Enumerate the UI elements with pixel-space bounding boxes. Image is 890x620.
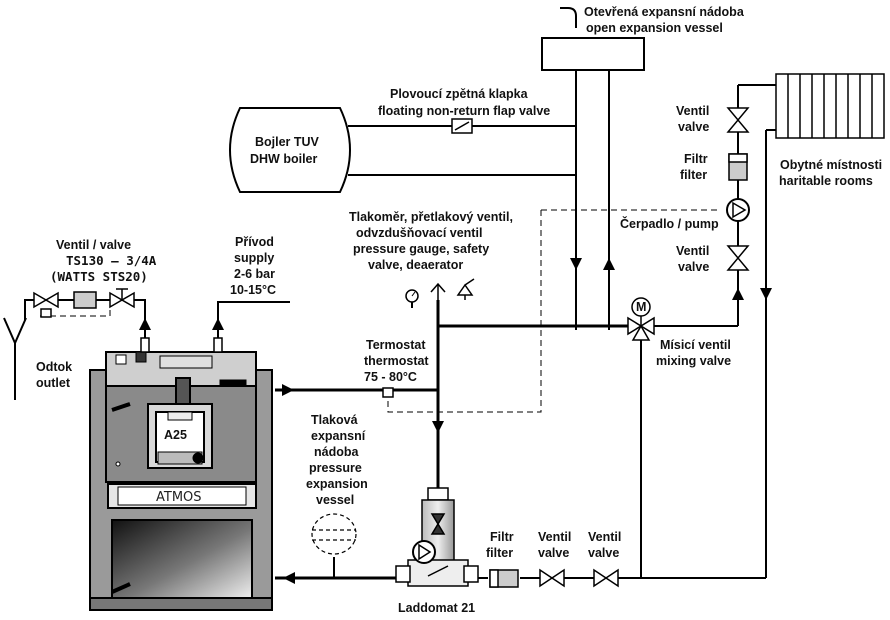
flap-en: floating non-return flap valve	[378, 104, 550, 118]
valve-mid-en: valve	[678, 260, 709, 274]
valve-top-en: valve	[678, 120, 709, 134]
filter-bottom-en: filter	[486, 546, 513, 560]
pexp-line-6: vessel	[316, 493, 354, 507]
valve-top-cz: Ventil	[676, 104, 709, 118]
supply-line-2: supply	[234, 251, 274, 265]
labels: Otevřená expansní nádoba open expansion …	[36, 5, 882, 615]
filter-bottom-cz: Filtr	[490, 530, 514, 544]
valve-mid-cz: Ventil	[676, 244, 709, 258]
motor-symbol: M	[636, 300, 646, 314]
pump-label: Čerpadlo / pump	[620, 216, 719, 231]
atmos-boiler	[89, 351, 273, 611]
pexp-line-1: Tlaková	[311, 413, 358, 427]
pexp-line-2: expansní	[311, 429, 366, 443]
outlet-cz: Odtok	[36, 360, 72, 374]
mixing-en: mixing valve	[656, 354, 731, 368]
thermo-en: thermostat	[364, 354, 429, 368]
thermo-temp: 75 - 80°C	[364, 370, 417, 384]
valve-bottom-1-icon	[539, 568, 565, 588]
outlet-en: outlet	[36, 376, 71, 390]
boiler-tuv: Bojler TUV	[255, 135, 320, 149]
ventil-line-1: Ventil / valve	[56, 238, 131, 252]
flap-cz: Plovoucí zpětná klapka	[390, 87, 529, 101]
open-vessel-cz: Otevřená expansní nádoba	[584, 5, 745, 19]
gauge-line-4: valve, deaerator	[368, 258, 463, 272]
valve-b2-cz: Ventil	[588, 530, 621, 544]
boiler-top-ports	[140, 337, 223, 353]
pexp-line-5: expansion	[306, 477, 368, 491]
boiler-model: A25	[164, 428, 187, 442]
filter-right-icon	[728, 153, 748, 181]
dhw-boiler-label: DHW boiler	[250, 152, 317, 166]
valve-b2-en: valve	[588, 546, 619, 560]
filter-bottom-icon	[489, 569, 519, 588]
pexp-line-4: pressure	[309, 461, 362, 475]
laddomat-label: Laddomat 21	[398, 601, 475, 615]
safety-valve-icon	[456, 278, 475, 300]
deaerator-icon	[430, 282, 446, 300]
laddomat-unit	[395, 487, 479, 587]
valve-b1-cz: Ventil	[538, 530, 571, 544]
pexp-line-3: nádoba	[314, 445, 359, 459]
ventil-line-2: TS130 – 3/4A	[66, 253, 157, 268]
thermostat-icon	[382, 387, 394, 398]
rooms-en: haritable rooms	[779, 174, 873, 188]
ventil-line-3: (WATTS STS20)	[50, 269, 148, 284]
open-expansion-vessel	[541, 37, 645, 71]
boiler-brand: ATMOS	[156, 490, 202, 505]
gauge-line-3: pressure gauge, safety	[353, 242, 489, 256]
flap-valve-icon	[451, 118, 473, 134]
pressure-expansion-vessel-icon	[311, 513, 357, 555]
valve-top-icon	[726, 107, 750, 133]
valve-bottom-2-icon	[593, 568, 619, 588]
mixing-cz: Mísicí ventil	[660, 338, 731, 352]
valve-mid-icon	[726, 245, 750, 271]
radiator-icon	[775, 73, 885, 139]
ts130-valve-assembly	[33, 288, 135, 318]
flow-arrows	[139, 258, 772, 584]
supply-line-4: 10-15°C	[230, 283, 276, 297]
mixing-valve-icon	[627, 297, 655, 341]
filter-right-en: filter	[680, 168, 707, 182]
pump-icon	[726, 198, 750, 222]
rooms-cz: Obytné místnosti	[780, 158, 882, 172]
thermo-cz: Termostat	[366, 338, 426, 352]
gauge-line-1: Tlakoměr, přetlakový ventil,	[349, 210, 513, 224]
filter-right-cz: Filtr	[684, 152, 708, 166]
dhw-boiler	[229, 107, 351, 193]
gauge-line-2: odvzdušňovací ventil	[356, 226, 482, 240]
supply-line-1: Přívod	[235, 235, 274, 249]
open-vessel-en: open expansion vessel	[586, 21, 723, 35]
valve-b1-en: valve	[538, 546, 569, 560]
supply-line-3: 2-6 bar	[234, 267, 275, 281]
pressure-gauge-icon	[405, 289, 419, 303]
